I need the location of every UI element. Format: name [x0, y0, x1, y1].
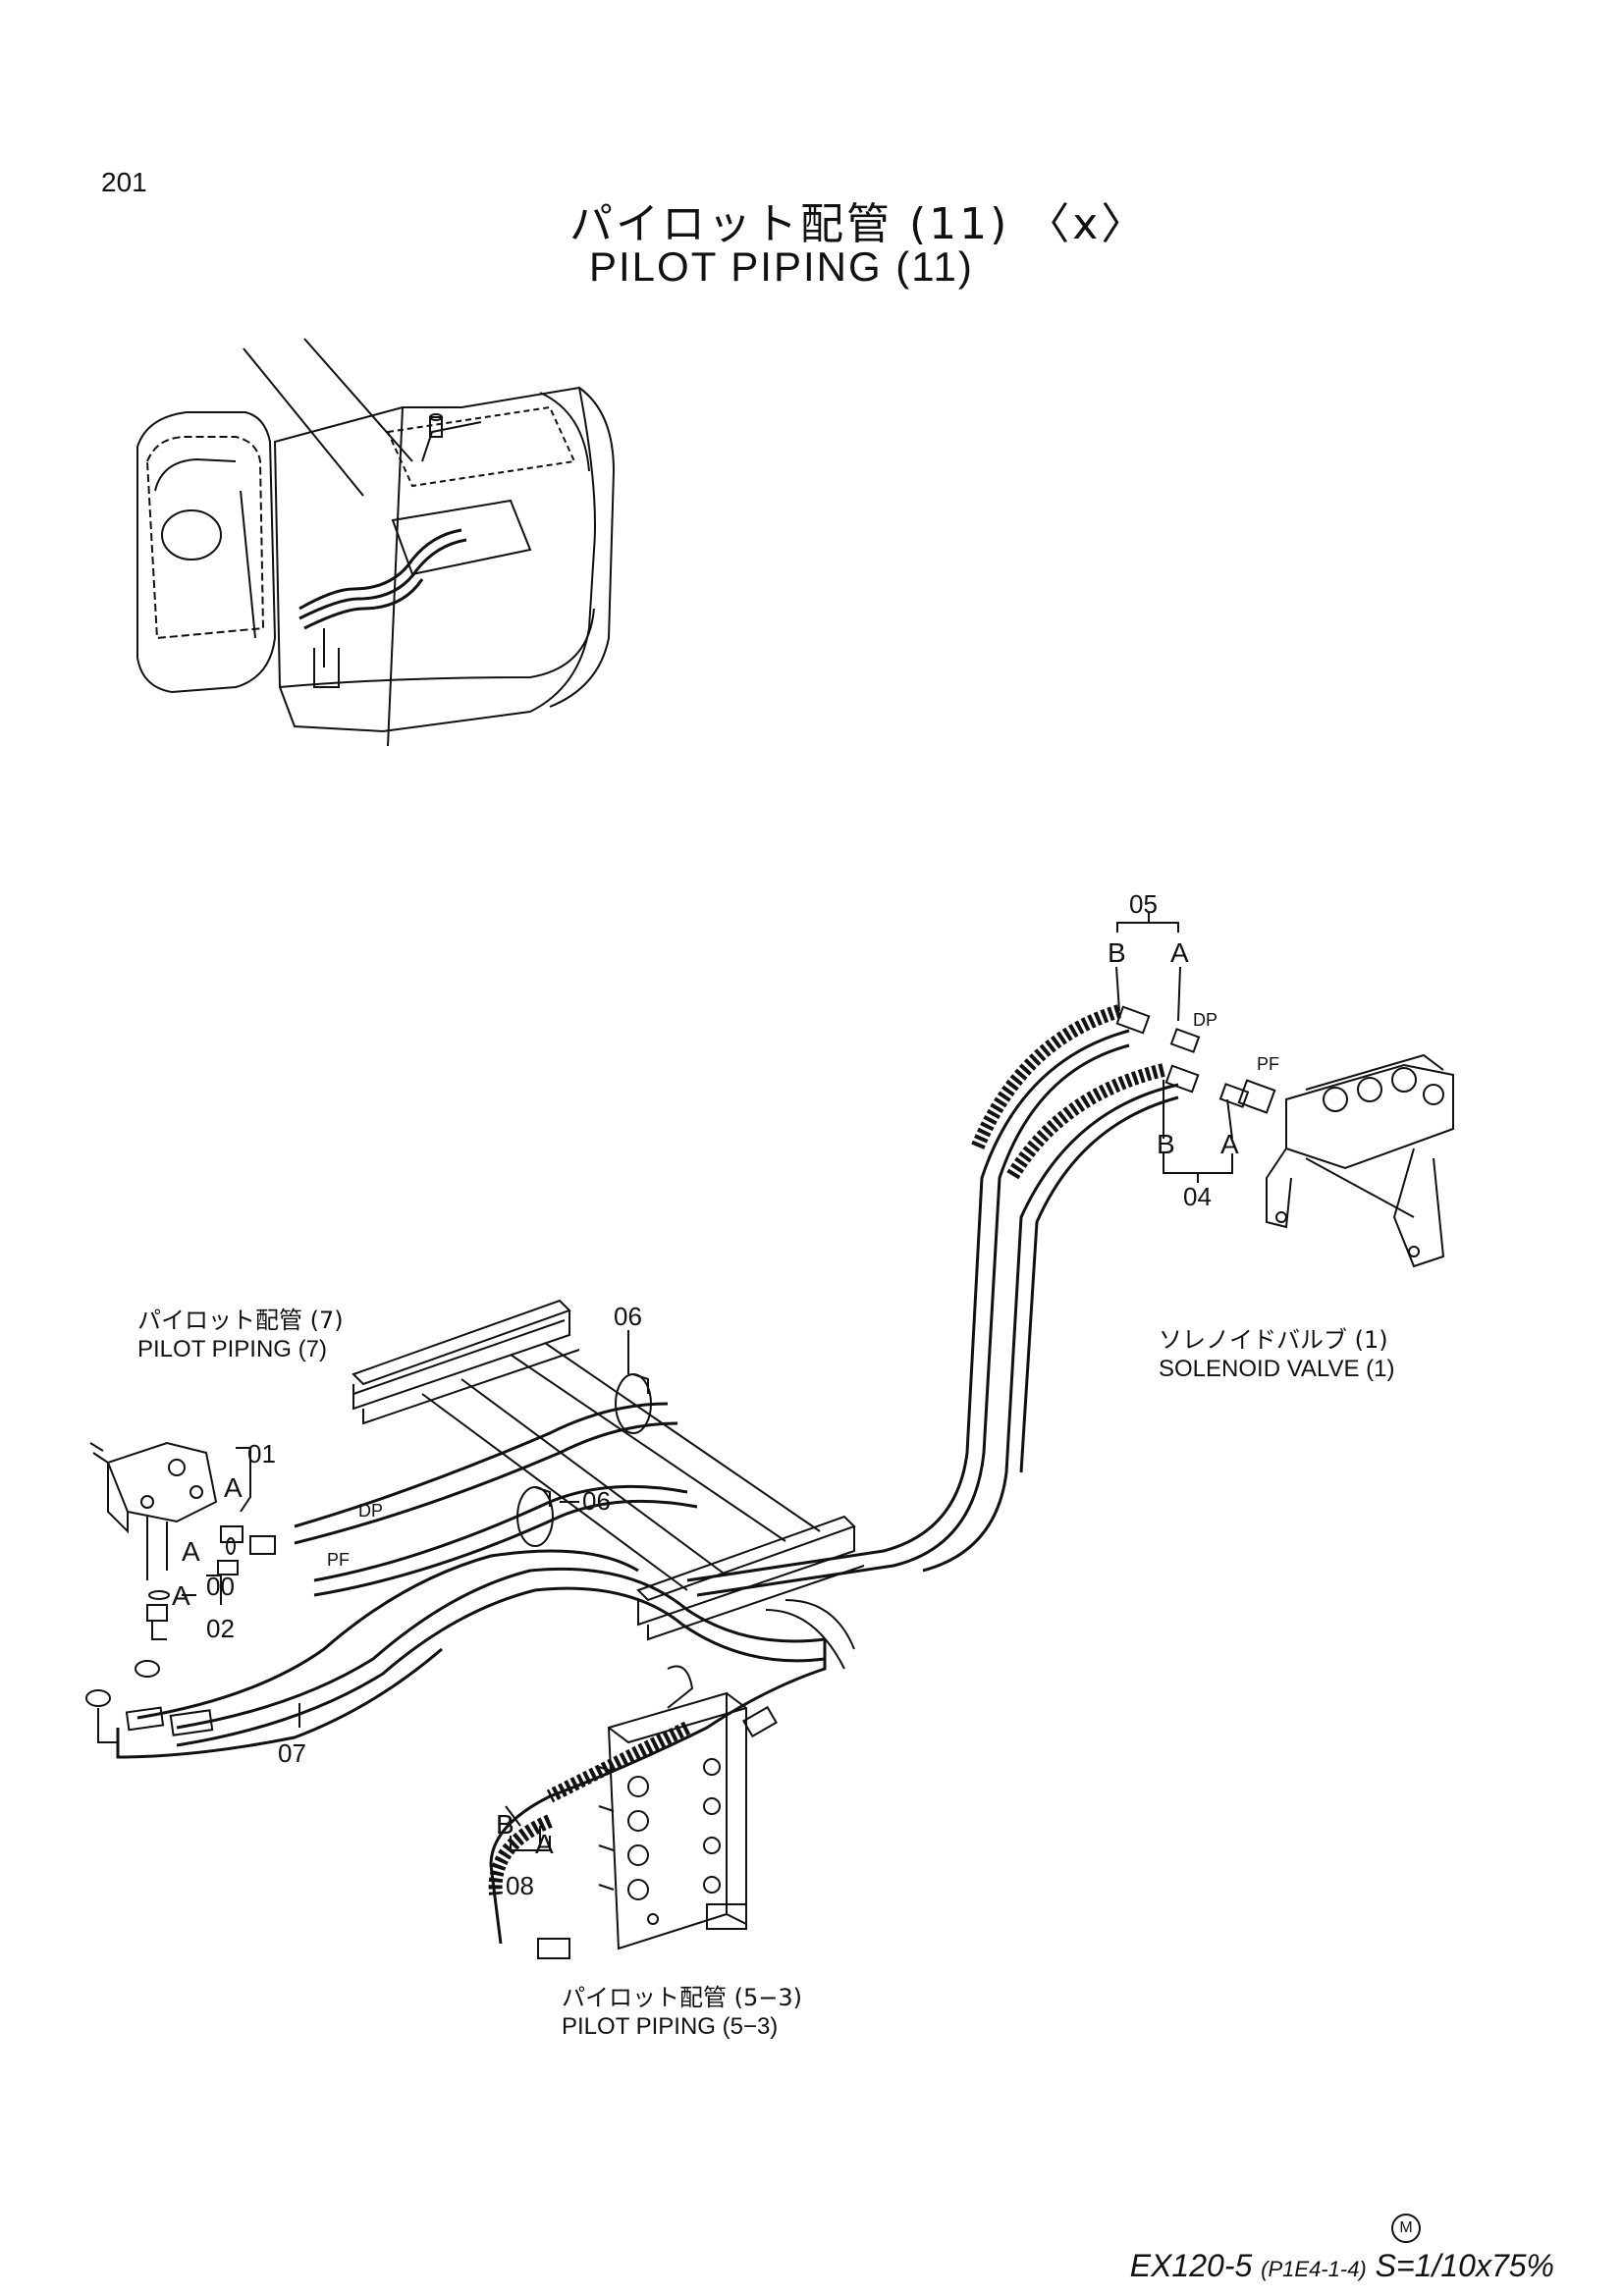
- callout-01: 01: [247, 1439, 276, 1468]
- page-number: 201: [101, 167, 147, 197]
- callout-04: 04: [1183, 1182, 1212, 1211]
- callout-06-mid: 06: [582, 1486, 611, 1516]
- control-valve-assembly: [598, 1665, 747, 1950]
- page-title-japanese: パイロット配管 (11) 〈x〉: [569, 199, 1148, 249]
- reference-pilot-piping-5-3-jp: パイロット配管 (5−3): [562, 1984, 803, 2011]
- reference-pilot-piping-5-3-en: PILOT PIPING (5−3): [562, 2013, 779, 2040]
- page-title-english: PILOT PIPING (11): [589, 243, 974, 290]
- reference-solenoid-valve-en: SOLENOID VALVE (1): [1159, 1356, 1395, 1382]
- footer-code: (P1E4-1-4): [1261, 2257, 1367, 2281]
- callout-00-a: A: [182, 1536, 200, 1567]
- footer-model: EX120-5: [1129, 2248, 1253, 2283]
- callout-01-a: A: [224, 1472, 243, 1503]
- callout-02: 02: [206, 1614, 235, 1643]
- solenoid-valve-assembly: [1237, 1053, 1454, 1268]
- reference-pilot-piping-7: パイロット配管 (7) PILOT PIPING (7): [137, 1306, 344, 1364]
- label-dp-left: DP: [358, 1501, 383, 1521]
- circled-m-mark: M: [1391, 2214, 1421, 2243]
- reference-solenoid-valve: ソレノイドバルブ (1) SOLENOID VALVE (1): [1159, 1325, 1395, 1384]
- callout-08-b: B: [496, 1809, 514, 1840]
- callout-02-a: A: [172, 1580, 190, 1611]
- excavator-overview-illustration: [136, 338, 616, 747]
- label-pf-right: PF: [1257, 1054, 1279, 1074]
- callout-05: 05: [1129, 889, 1158, 919]
- callout-08: 08: [506, 1871, 534, 1900]
- callout-08-a: A: [535, 1829, 554, 1859]
- callout-04-b: B: [1157, 1129, 1175, 1159]
- footer-model-info: EX120-5 (P1E4-1-4) S=1/10x75%: [1130, 2248, 1554, 2284]
- reference-pilot-piping-5-3: パイロット配管 (5−3) PILOT PIPING (5−3): [562, 1983, 802, 2042]
- callout-04-a: A: [1220, 1129, 1239, 1159]
- callout-07: 07: [278, 1738, 306, 1768]
- callout-05-b: B: [1108, 937, 1126, 968]
- reference-solenoid-valve-jp: ソレノイドバルブ (1): [1159, 1326, 1388, 1354]
- hose-armor-04: [1004, 1063, 1165, 1182]
- reference-pilot-piping-7-en: PILOT PIPING (7): [137, 1336, 327, 1362]
- upper-frame-rail: [352, 1299, 580, 1425]
- clamp-06-mid: [516, 1486, 554, 1547]
- label-dp-right: DP: [1193, 1010, 1217, 1030]
- pilot-valve-left: [89, 1441, 218, 1580]
- label-pf-left: PF: [327, 1550, 350, 1570]
- callout-00: 00: [206, 1572, 235, 1601]
- callout-05-a: A: [1170, 937, 1189, 968]
- main-piping-diagram: [85, 913, 1454, 1959]
- clamp-06-top: [615, 1373, 652, 1434]
- callout-06-top: 06: [614, 1302, 642, 1331]
- footer-scale: S=1/10x75%: [1375, 2248, 1554, 2283]
- reference-pilot-piping-7-jp: パイロット配管 (7): [137, 1307, 344, 1334]
- hose-armor-05: [970, 1004, 1122, 1151]
